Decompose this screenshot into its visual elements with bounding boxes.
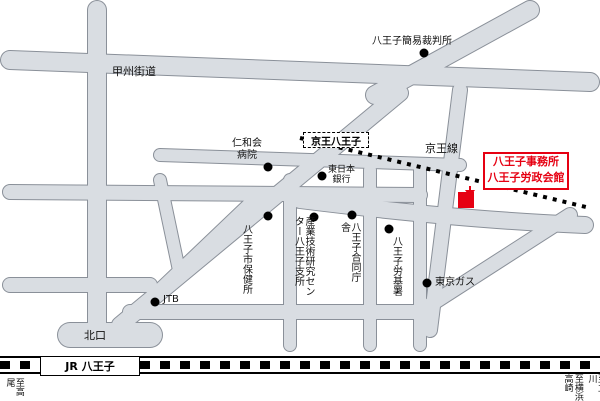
dot-jtb xyxy=(150,297,160,307)
jr-railway xyxy=(0,356,600,374)
label-bank: 東日本 銀行 xyxy=(328,165,356,186)
label-keio-line: 京王線 xyxy=(425,142,458,155)
dot-labor-office xyxy=(384,224,394,234)
dot-industry-center xyxy=(309,212,319,222)
label-dir-yokohama: 至横浜 高崎 xyxy=(562,374,583,401)
label-health-center: 八王子市保健所 xyxy=(240,224,252,294)
label-dir-tachikawa: 至立川 xyxy=(586,374,600,392)
dot-joint-office xyxy=(347,210,357,220)
landmark-dots xyxy=(150,48,432,307)
office-line-2: 八王子労政会館 xyxy=(487,171,565,184)
label-north-exit: 北口 xyxy=(84,329,106,342)
label-gas: 東京ガス xyxy=(435,277,475,288)
label-jr-station: JR 八王子 xyxy=(40,356,140,376)
dot-gas xyxy=(422,278,432,288)
office-callout: 八王子事務所 八王子労政会館 xyxy=(483,152,569,190)
office-marker xyxy=(458,192,474,208)
road-fill xyxy=(1,1,599,351)
label-industry-center: 産業技術研究センター八王子支所 xyxy=(292,216,315,296)
label-labor-office: 八王子労基署 xyxy=(390,236,402,296)
dot-court xyxy=(419,48,429,58)
label-hospital: 仁和会 病院 xyxy=(232,138,262,161)
label-jtb: JTB xyxy=(163,294,179,305)
label-koshu-kaido: 甲州街道 xyxy=(112,65,156,78)
label-court: 八王子簡易裁判所 xyxy=(372,36,452,47)
label-keio-station: 京王八王子 xyxy=(303,132,369,148)
label-joint-office: 八王子合同庁舎 xyxy=(338,222,361,282)
office-line-1: 八王子事務所 xyxy=(493,155,559,168)
label-dir-takao: 至高尾 xyxy=(4,378,24,396)
dot-hospital xyxy=(263,162,273,172)
dot-health-center xyxy=(263,211,273,221)
dot-bank xyxy=(317,171,327,181)
